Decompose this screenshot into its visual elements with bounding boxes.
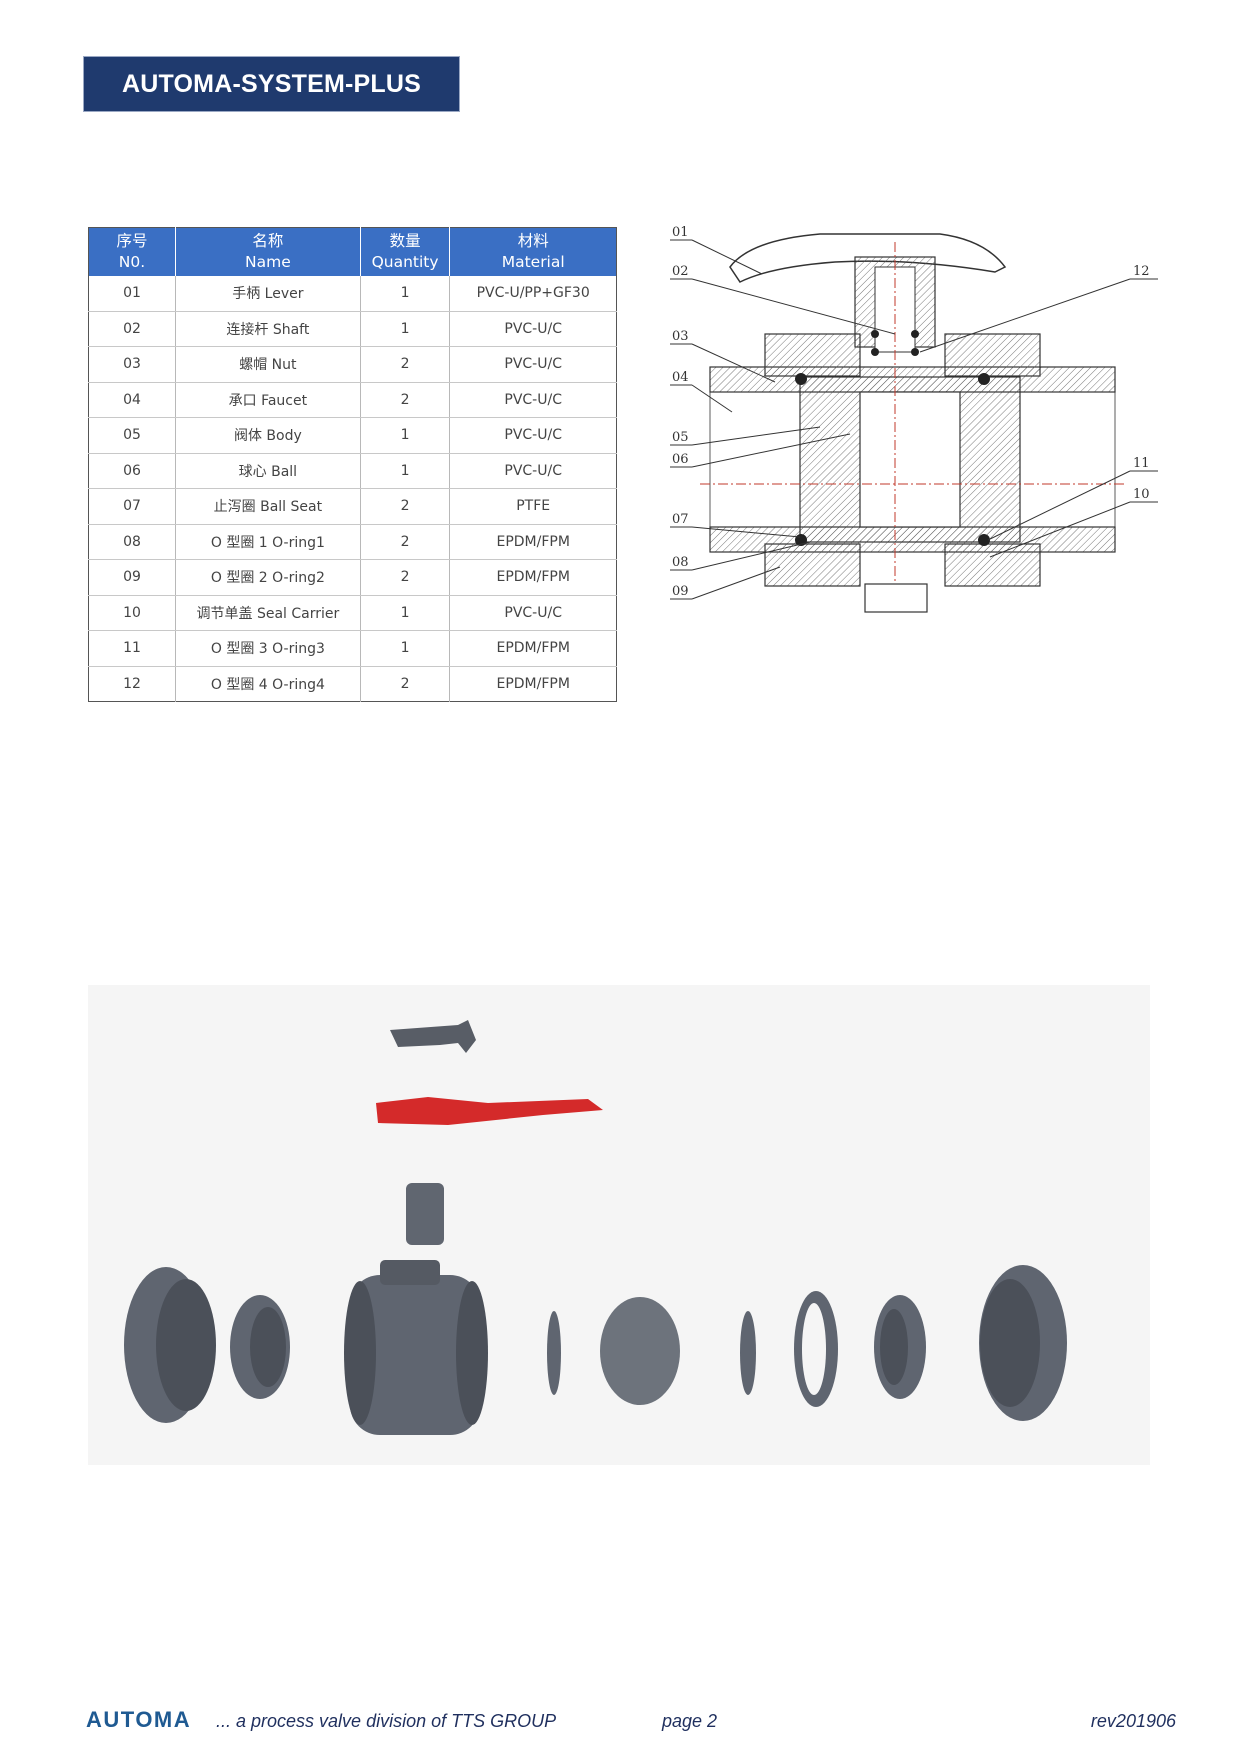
callout-01: 01 bbox=[670, 225, 763, 275]
callout-04: 04 bbox=[670, 370, 733, 413]
svg-text:05: 05 bbox=[672, 430, 689, 445]
callout-03: 03 bbox=[670, 329, 776, 383]
svg-text:01: 01 bbox=[672, 225, 689, 240]
callout-08: 08 bbox=[670, 541, 811, 571]
stem-part bbox=[406, 1183, 444, 1245]
o-ring bbox=[978, 534, 990, 546]
header-banner: AUTOMA-SYSTEM-PLUS bbox=[83, 56, 460, 112]
valve-cross-section-drawing: 01 02 03 04 05 06 07 08 09 10 11 12 bbox=[670, 225, 1158, 613]
callout-12: 12 bbox=[919, 264, 1158, 353]
footer-brand-logo: AUTOMA bbox=[86, 1707, 192, 1732]
banner-title: AUTOMA-SYSTEM-PLUS bbox=[122, 69, 421, 98]
footer-page-number: page 2 bbox=[662, 1711, 718, 1731]
nut-left-bottom bbox=[764, 543, 861, 587]
o-ring bbox=[911, 330, 919, 338]
nut-left-top bbox=[764, 333, 861, 377]
footer: AUTOMA ... a process valve division of T… bbox=[86, 1707, 1176, 1737]
o-ring bbox=[795, 373, 807, 385]
nut-right-top bbox=[944, 333, 1041, 377]
header-quantity: 数量 Quantity bbox=[360, 227, 451, 276]
callout-09: 09 bbox=[670, 566, 781, 600]
o-ring bbox=[871, 348, 879, 356]
svg-text:06: 06 bbox=[672, 452, 689, 467]
header-name: 名称 Name bbox=[175, 227, 361, 276]
nut-right-bottom bbox=[944, 543, 1041, 587]
bottom-stem bbox=[864, 583, 928, 613]
footer-revision: rev201906 bbox=[1090, 1711, 1176, 1731]
callout-07: 07 bbox=[670, 512, 801, 538]
svg-text:08: 08 bbox=[672, 555, 689, 570]
svg-text:11: 11 bbox=[1133, 456, 1150, 471]
valve-body-part bbox=[350, 1275, 480, 1435]
exploded-view-photo bbox=[88, 985, 1150, 1465]
ball-seat-left bbox=[547, 1311, 561, 1395]
svg-text:12: 12 bbox=[1133, 264, 1150, 279]
ball-seat-right bbox=[740, 1311, 756, 1395]
o-ring bbox=[871, 330, 879, 338]
o-ring bbox=[911, 348, 919, 356]
ball-bore bbox=[859, 391, 961, 528]
ball-part bbox=[600, 1297, 680, 1405]
red-lever-part bbox=[376, 1097, 603, 1125]
parts-table: 序号 N0. 名称 Name 数量 Quantity 材料 Material 0… bbox=[88, 227, 617, 702]
callout-11: 11 bbox=[987, 456, 1158, 541]
svg-text:02: 02 bbox=[672, 264, 689, 279]
callout-10: 10 bbox=[989, 487, 1158, 558]
svg-text:04: 04 bbox=[672, 370, 689, 385]
svg-text:10: 10 bbox=[1133, 487, 1150, 502]
o-ring bbox=[978, 373, 990, 385]
shaft-bracket-part bbox=[390, 1020, 476, 1053]
footer-tagline: ... a process valve division of TTS GROU… bbox=[216, 1711, 557, 1731]
callout-02: 02 bbox=[670, 264, 896, 335]
header-no: 序号 N0. bbox=[88, 227, 176, 276]
callout-06: 06 bbox=[670, 433, 851, 468]
svg-text:09: 09 bbox=[672, 584, 689, 599]
callout-05: 05 bbox=[670, 426, 821, 446]
svg-text:07: 07 bbox=[672, 512, 689, 527]
svg-text:03: 03 bbox=[672, 329, 689, 344]
table-header-row: 序号 N0. 名称 Name 数量 Quantity 材料 Material bbox=[88, 227, 617, 276]
header-material: 材料 Material bbox=[449, 227, 617, 276]
